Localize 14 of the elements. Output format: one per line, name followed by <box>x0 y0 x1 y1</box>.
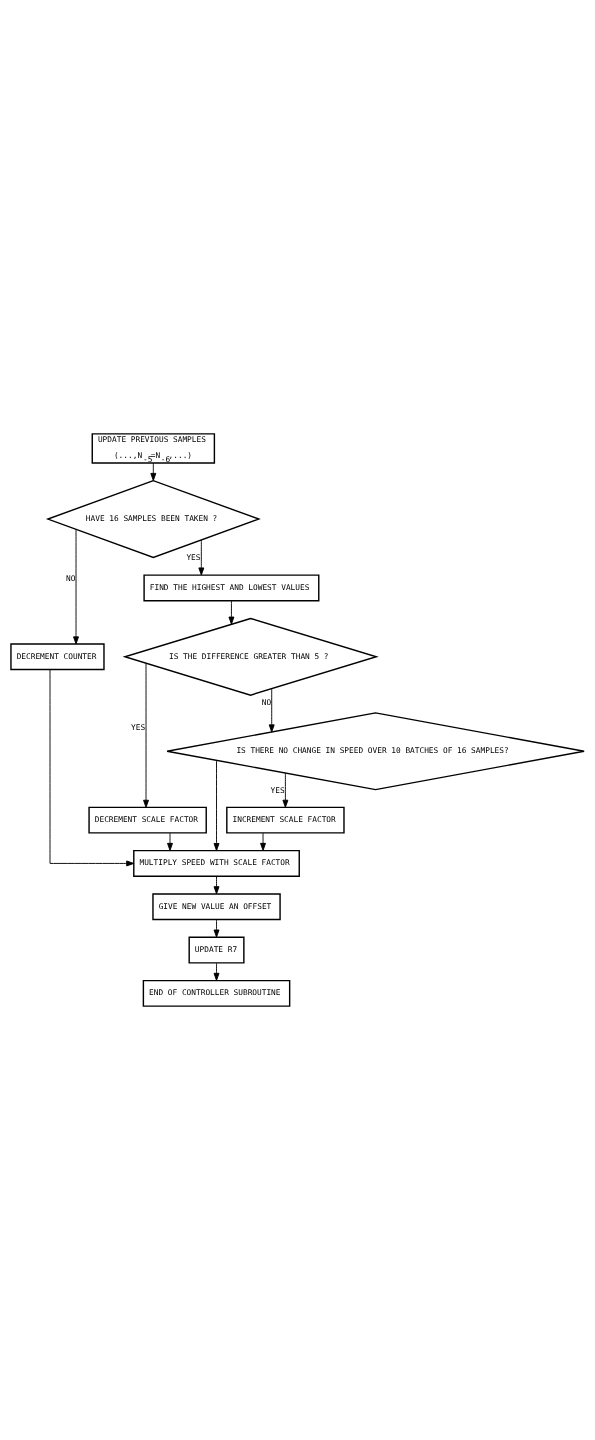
arrow <box>49 669 135 867</box>
arrow <box>167 832 173 851</box>
arrow <box>150 462 157 481</box>
arrow <box>213 759 220 852</box>
arrow <box>260 832 266 851</box>
arrow <box>73 528 79 645</box>
arrow <box>213 875 220 895</box>
arrow <box>282 772 289 808</box>
arrow <box>143 662 149 808</box>
arrow <box>213 919 220 938</box>
arrow <box>198 539 205 576</box>
arrow <box>228 600 235 625</box>
arrow <box>213 962 220 981</box>
arrow <box>268 688 275 733</box>
